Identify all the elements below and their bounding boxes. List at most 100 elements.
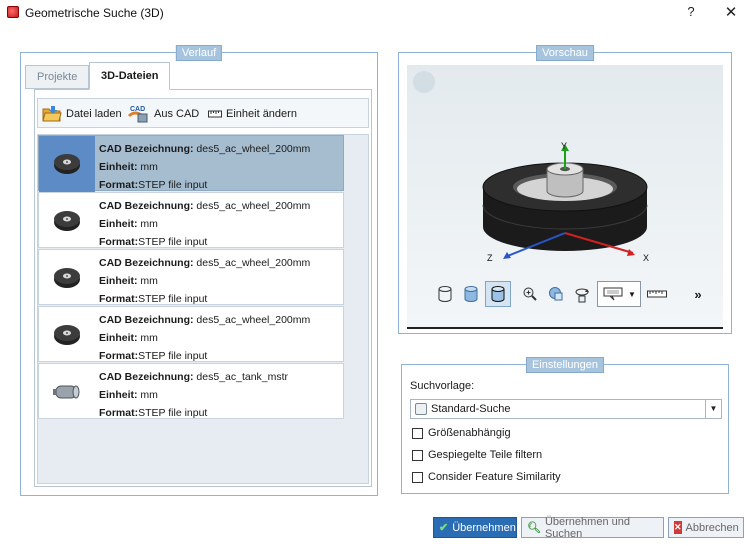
cad-label: CAD Bezeichnung:	[99, 143, 194, 155]
unit-label: Einheit:	[99, 218, 138, 230]
title-bar: Geometrische Suche (3D) ? ✕	[0, 0, 750, 26]
template-icon	[415, 403, 427, 415]
format-value: STEP file input	[138, 179, 208, 191]
cancel-label: Abbrechen	[685, 521, 739, 534]
grid-view-icon	[603, 287, 623, 301]
measure-button[interactable]	[645, 281, 669, 307]
chevron-down-icon: ▼	[628, 289, 636, 299]
unit-value: mm	[140, 218, 158, 230]
feature-similarity-label[interactable]: Consider Feature Similarity	[428, 471, 561, 483]
view-orientation-icon[interactable]	[413, 71, 435, 93]
list-item[interactable]: CAD Bezeichnung: des5_ac_wheel_200mm Ein…	[38, 306, 344, 362]
list-item[interactable]: CAD Bezeichnung: des5_ac_wheel_200mm Ein…	[38, 135, 344, 192]
filter-mirrored-checkbox[interactable]	[412, 450, 423, 461]
cancel-button[interactable]: ✕ Abbrechen	[668, 517, 744, 538]
ruler-icon	[208, 110, 222, 118]
tab-panel-3d-dateien: Datei laden CAD Aus CAD Einheit ändern	[34, 89, 372, 487]
unit-value: mm	[140, 332, 158, 344]
unit-label: Einheit:	[99, 275, 138, 287]
format-label: Format:	[99, 236, 139, 248]
cad-name: des5_ac_wheel_200mm	[196, 257, 311, 269]
change-unit-button[interactable]: Einheit ändern	[208, 105, 297, 123]
cad-label: CAD Bezeichnung:	[99, 314, 194, 326]
verlauf-legend: Verlauf	[175, 45, 223, 61]
format-label: Format:	[99, 407, 139, 419]
tank-icon	[39, 364, 95, 420]
wireframe-view-button[interactable]	[435, 281, 455, 307]
format-value: STEP file input	[138, 407, 208, 419]
from-cad-button[interactable]: CAD Aus CAD	[126, 105, 199, 123]
zoom-button[interactable]	[519, 281, 541, 307]
unit-value: mm	[140, 161, 158, 173]
chevron-down-icon[interactable]: ▼	[705, 400, 721, 418]
cylinder-outline-icon	[438, 286, 452, 302]
app-logo-icon	[7, 6, 19, 18]
apply-label: Übernehmen	[452, 521, 516, 534]
cylinder-shaded-icon	[464, 286, 478, 302]
cad-import-icon: CAD	[127, 106, 148, 123]
rotate-icon	[575, 288, 589, 303]
apply-and-search-button[interactable]: 🔍︎ Übernehmen und Suchen	[521, 515, 664, 540]
rotate-button[interactable]	[571, 281, 593, 307]
tab-3d-dateien[interactable]: 3D-Dateien	[89, 62, 171, 90]
cad-name: des5_ac_wheel_200mm	[196, 200, 311, 212]
change-unit-label: Einheit ändern	[226, 108, 297, 120]
vorschau-legend: Vorschau	[536, 45, 594, 61]
unit-label: Einheit:	[99, 161, 138, 173]
load-file-button[interactable]: Datei laden	[42, 105, 122, 123]
load-file-label: Datei laden	[66, 108, 122, 120]
help-button[interactable]: ?	[687, 4, 695, 19]
3d-viewport[interactable]: Y Z X ▼ »	[407, 65, 723, 327]
size-dependent-label[interactable]: Größenabhängig	[428, 427, 511, 439]
unit-value: mm	[140, 389, 158, 401]
einstellungen-legend: Einstellungen	[525, 357, 605, 373]
window-title: Geometrische Suche (3D)	[25, 6, 164, 20]
ruler-icon	[647, 290, 667, 298]
search-template-value: Standard-Suche	[431, 403, 511, 415]
format-value: STEP file input	[138, 350, 208, 362]
shaded-view-button[interactable]	[461, 281, 481, 307]
wheel-icon	[39, 193, 95, 249]
format-label: Format:	[99, 350, 139, 362]
feature-similarity-checkbox[interactable]	[412, 472, 423, 483]
more-tools-button[interactable]: »	[694, 286, 702, 302]
wheel-icon	[39, 136, 95, 192]
cad-badge: CAD	[130, 106, 145, 113]
close-icon: ✕	[674, 521, 682, 534]
wheel-icon	[39, 250, 95, 306]
format-value: STEP file input	[138, 236, 208, 248]
apply-and-search-label: Übernehmen und Suchen	[544, 515, 630, 540]
unit-label: Einheit:	[99, 389, 138, 401]
search-template-label: Suchvorlage:	[410, 380, 475, 392]
apply-button[interactable]: ✔ Übernehmen	[433, 517, 517, 538]
vorschau-group: Vorschau Y Z X	[398, 45, 732, 334]
cad-name: des5_ac_wheel_200mm	[196, 314, 311, 326]
wheel-3d-model: Y Z X	[482, 141, 649, 263]
unit-value: mm	[140, 275, 158, 287]
cad-name: des5_ac_wheel_200mm	[196, 143, 311, 155]
view-options-dropdown[interactable]: ▼	[597, 281, 641, 307]
filter-mirrored-label[interactable]: Gespiegelte Teile filtern	[428, 449, 543, 461]
checkmark-icon: ✔	[439, 522, 449, 534]
cad-label: CAD Bezeichnung:	[99, 257, 194, 269]
file-list: CAD Bezeichnung: des5_ac_wheel_200mm Ein…	[37, 134, 369, 484]
axis-x-label: X	[643, 253, 649, 263]
cad-label: CAD Bezeichnung:	[99, 200, 194, 212]
close-button[interactable]: ✕	[724, 4, 738, 21]
tab-projekte[interactable]: Projekte	[25, 65, 90, 89]
einstellungen-group: Einstellungen Suchvorlage: Standard-Such…	[401, 357, 729, 494]
shaded-edges-view-button[interactable]	[485, 281, 511, 307]
verlauf-group: Verlauf Projekte 3D-Dateien Datei laden …	[20, 45, 378, 496]
axis-z-label: Z	[487, 253, 493, 263]
from-cad-label: Aus CAD	[154, 108, 200, 120]
list-item[interactable]: CAD Bezeichnung: des5_ac_tank_mstr Einhe…	[38, 363, 344, 419]
size-dependent-checkbox[interactable]	[412, 428, 423, 439]
section-view-button[interactable]	[545, 281, 567, 307]
search-template-select[interactable]: Standard-Suche ▼	[410, 399, 722, 419]
cad-label: CAD Bezeichnung:	[99, 371, 194, 383]
sphere-cut-icon	[549, 287, 563, 301]
folder-open-icon	[42, 106, 62, 122]
list-item[interactable]: CAD Bezeichnung: des5_ac_wheel_200mm Ein…	[38, 192, 344, 248]
list-item[interactable]: CAD Bezeichnung: des5_ac_wheel_200mm Ein…	[38, 249, 344, 305]
zoom-icon	[523, 287, 537, 301]
